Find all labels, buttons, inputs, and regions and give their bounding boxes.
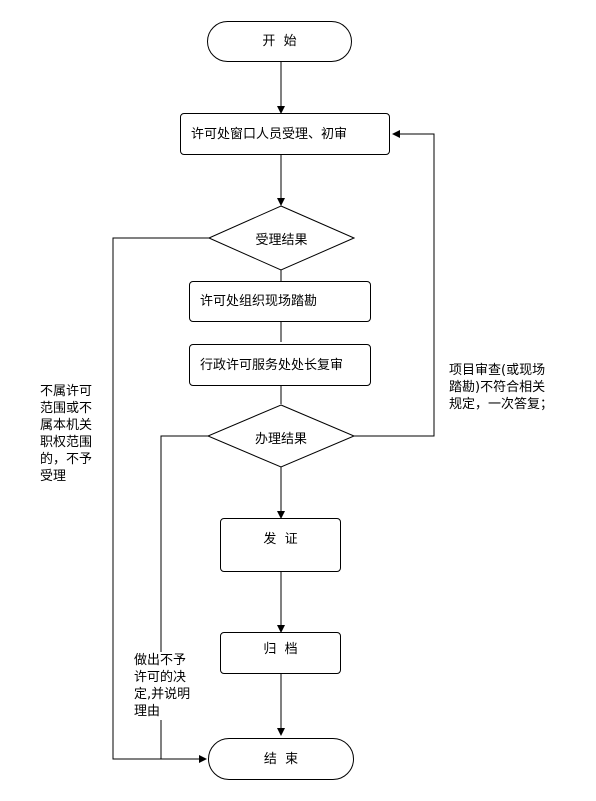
note-not-compliant: 项目审查(或现场 踏勘)不符合相关 规定，一次答复；: [449, 362, 553, 413]
note-line: 受理: [40, 469, 67, 484]
note-not-accepted: 不属许可 范围或不 属本机关 职权范围 的，不予 受理: [40, 383, 92, 485]
archive-label: 归 档: [263, 641, 298, 657]
note-line: 做出不予: [134, 653, 187, 668]
note-line: 职权范围: [40, 435, 93, 450]
note-line: 踏勘)不符合相关: [449, 380, 546, 395]
edge-not-accepted-to-end: [112, 237, 209, 763]
note-line: 规定，一次答复；: [449, 397, 554, 412]
note-line: 定,并说明: [134, 687, 191, 702]
accept-result-decision: [208, 205, 355, 271]
note-line: 许可的决: [134, 670, 187, 685]
issue-cert-label: 发 证: [263, 531, 298, 547]
start-label: 开 始: [262, 34, 297, 49]
note-line: 范围或不: [40, 401, 93, 416]
note-line: 项目审查(或现场: [449, 363, 546, 378]
director-review-node: 行政许可服务处处长复审: [189, 344, 371, 386]
site-survey-node: 许可处组织现场踏勘: [189, 281, 371, 322]
start-node: 开 始: [207, 21, 352, 62]
end-label: 结 束: [263, 751, 299, 767]
end-node: 结 束: [208, 738, 354, 780]
accept-review-node: 许可处窗口人员受理、初审: [180, 113, 390, 155]
issue-cert-node: 发 证: [220, 518, 341, 572]
edge-not-permitted-to-end: [160, 435, 209, 759]
edge-not-compliant-back: [353, 130, 435, 437]
director-review-label: 行政许可服务处处长复审: [200, 357, 344, 373]
accept-result-label: 受理结果: [255, 233, 308, 248]
note-line: 属本机关: [40, 418, 93, 433]
note-line: 不属许可: [40, 384, 93, 399]
note-line: 理由: [134, 704, 161, 719]
site-survey-label: 许可处组织现场踏勘: [200, 294, 318, 309]
process-result-decision: [207, 404, 355, 468]
process-result-label: 办理结果: [254, 432, 307, 447]
archive-node: 归 档: [220, 632, 341, 674]
note-line: 的，不予: [40, 452, 93, 467]
note-not-permitted: 做出不予 许可的决 定,并说明 理由: [134, 652, 191, 720]
accept-review-label: 许可处窗口人员受理、初审: [191, 126, 348, 142]
